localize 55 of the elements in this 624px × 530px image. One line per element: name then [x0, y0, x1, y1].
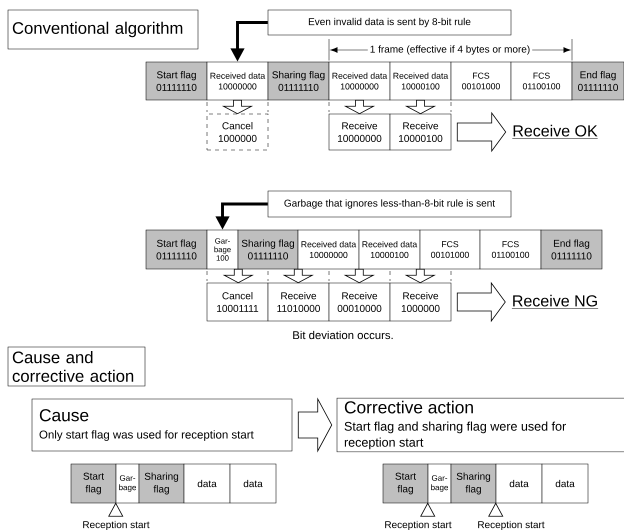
dimension-label: 1 frame (effective if 4 bytes or more) — [368, 43, 532, 57]
frame-field: Received data 10000000 — [298, 230, 360, 270]
arrow — [344, 268, 375, 284]
result-box: Receive 00010000 — [328, 282, 390, 322]
frame-field: Received data 10000100 — [358, 230, 420, 270]
arrow — [404, 268, 436, 284]
arrow — [456, 282, 506, 322]
result-box: Cancel 10001111 — [206, 282, 268, 322]
frame-field: End flag 01111110 — [572, 62, 624, 100]
frame-field: Received data 10000000 — [206, 62, 268, 100]
result-box: Receive 10000100 — [390, 114, 452, 150]
arrow — [344, 100, 376, 114]
frame-field: Sharing flag — [138, 464, 184, 504]
result-text: Receive OK — [512, 124, 598, 139]
result-box: Receive 10000000 — [328, 114, 390, 150]
frame-field: data — [184, 464, 230, 504]
result-box: Receive 1000000 — [390, 282, 452, 322]
section-title-box: Cause and corrective action — [8, 346, 146, 386]
frame-field: Start flag — [382, 464, 428, 504]
frame-field: End flag 01111110 — [540, 230, 602, 270]
result-box: Receive 11010000 — [268, 282, 330, 322]
frame-field: Received data 10000000 — [328, 62, 390, 100]
frame-field: Start flag — [70, 464, 116, 504]
explanation-box: Corrective action Start flag and sharing flag were used for reception start — [336, 398, 624, 452]
frame-field: FCS 00101000 — [420, 230, 480, 270]
frame-field: Start flag 01111110 — [146, 62, 208, 100]
frame-field: Gar- bage — [116, 464, 140, 504]
caption-text: Bit deviation occurs. — [293, 330, 393, 340]
arrow — [222, 100, 254, 114]
frame-field: data — [496, 464, 542, 504]
frame-field: FCS 00101000 — [450, 62, 512, 100]
result-box: Cancel 1000000 — [206, 114, 268, 150]
frame-field: FCS 01100100 — [510, 62, 572, 100]
arrow — [456, 112, 506, 152]
frame-field: FCS 01100100 — [480, 230, 542, 270]
caption-text: Reception start — [83, 520, 150, 530]
frame-field: data — [542, 464, 588, 504]
frame-field: Received data 10000100 — [390, 62, 452, 100]
caption-text: Reception start — [385, 520, 452, 530]
section-title-box: Conventional algorithm — [8, 10, 198, 50]
callout-box: Garbage that ignores less-than-8-bit rule is sent — [268, 190, 512, 218]
arrow — [298, 397, 332, 453]
result-text: Receive NG — [512, 294, 598, 309]
explanation-box: Cause Only start flag was used for reception start — [32, 398, 292, 452]
frame-field: Sharing flag — [450, 464, 496, 504]
arrow — [282, 268, 314, 284]
frame-field: data — [230, 464, 276, 504]
frame-field: Sharing flag 01111110 — [268, 62, 330, 100]
arrow — [222, 268, 254, 284]
frame-field: Gar- bage — [428, 464, 452, 504]
caption-text: Reception start — [478, 520, 545, 530]
frame-field: Sharing flag 01111110 — [238, 230, 298, 270]
arrow — [404, 100, 436, 114]
callout-box: Even invalid data is sent by 8-bit rule — [268, 10, 512, 36]
frame-field: Start flag 01111110 — [146, 230, 208, 270]
